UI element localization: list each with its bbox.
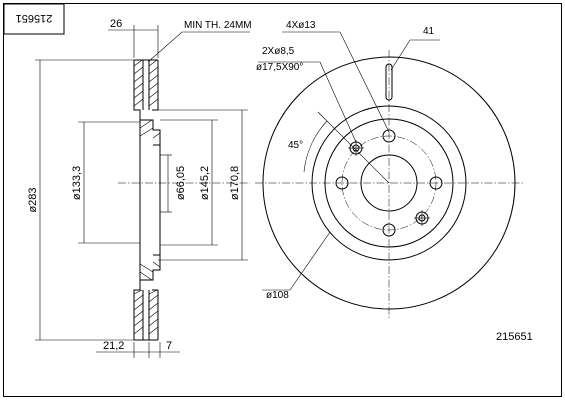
slot-icon	[385, 63, 393, 101]
bolt-hole-icon	[335, 176, 349, 190]
thickness-label: 26	[110, 18, 122, 30]
diameter-145-label: ø145,2	[199, 166, 211, 200]
side-section-view	[118, 59, 250, 341]
diameter-170-label: ø170,8	[229, 166, 241, 200]
min-thickness-label: MIN TH. 24MM	[184, 20, 252, 31]
part-number-mirrored: 215651	[16, 12, 53, 24]
side-dimensions	[35, 25, 250, 358]
aux-hole-icon	[414, 210, 430, 226]
bolt-hole-icon	[382, 129, 396, 143]
aux-holes-label: 2Xø8,5	[262, 46, 295, 57]
bolt-hole-icon	[429, 176, 443, 190]
offset-21-label: 21,2	[103, 340, 124, 352]
part-number: 215651	[496, 331, 533, 343]
bolt-holes-label: 4Xø13	[286, 20, 316, 31]
diameter-133-label: ø133,3	[71, 166, 83, 200]
drawing-frame	[3, 3, 562, 397]
front-view	[255, 50, 525, 318]
aux-hole-icon	[348, 140, 364, 156]
diameter-outer-label: ø283	[27, 187, 39, 212]
front-dimensions	[258, 31, 440, 291]
offset-7-label: 7	[166, 340, 172, 352]
diameter-66-label: ø66,05	[175, 166, 187, 200]
angle-label: 45°	[288, 140, 303, 151]
bolt-hole-icon	[382, 223, 396, 237]
diameter-108-label: ø108	[266, 290, 289, 301]
slot-label: 41	[423, 26, 435, 37]
part-number-box-mirrored: 215651	[3, 3, 65, 35]
countersink-label: ø17,5X90°	[256, 62, 303, 73]
